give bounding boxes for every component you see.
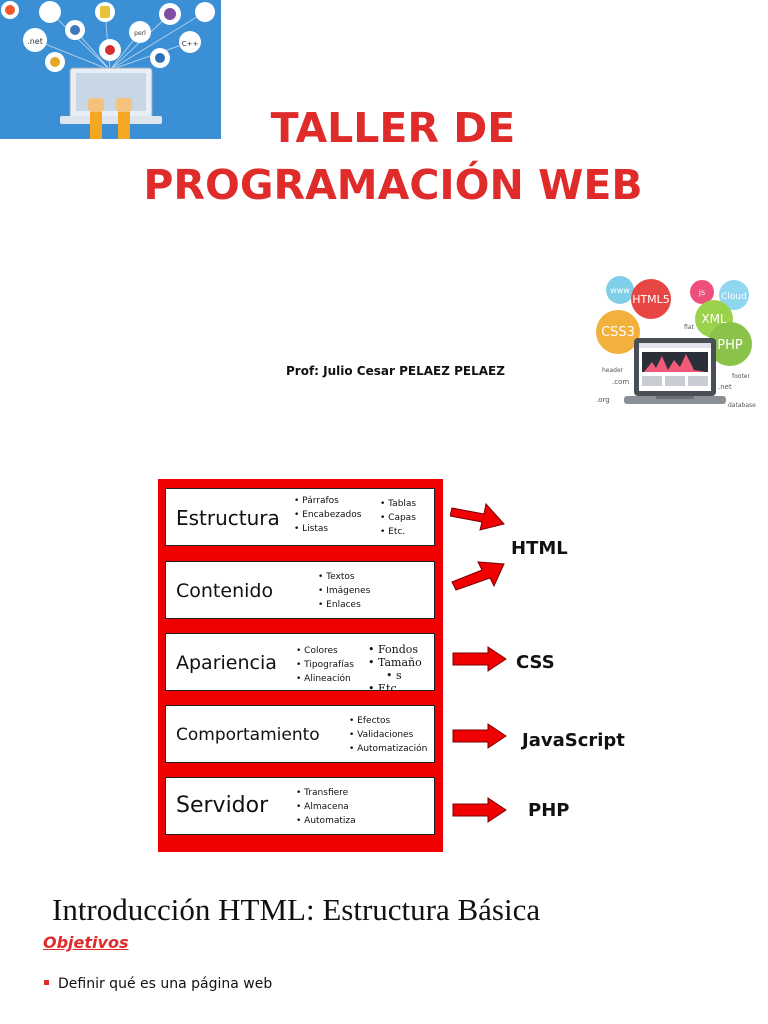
illus-word: database — [728, 402, 756, 409]
bullet-item: Párrafos — [294, 494, 361, 508]
tech-label-html: HTML — [511, 538, 568, 559]
bullet-item: Automatización — [349, 742, 427, 756]
bullet-list: Colores Tipografías Alineación — [296, 644, 354, 686]
objective-text: Definir qué es una página web — [58, 976, 273, 992]
professor-name: Prof: Julio Cesar PELAEZ PELAEZ — [286, 364, 505, 378]
bubble-label: js — [698, 288, 705, 297]
diagram-row-servidor: Servidor Transfiere Almacena Automatiza — [165, 777, 435, 835]
bullet-item: Etc. — [380, 525, 416, 539]
bullet-item: Validaciones — [349, 728, 427, 742]
bullet-item: Tipografías — [296, 658, 354, 672]
illus-word: .com — [612, 378, 629, 386]
illus-word: footer — [732, 373, 750, 380]
diagram-row-apariencia: Apariencia Colores Tipografías Alineació… — [165, 633, 435, 691]
illus-word: flat — [684, 324, 694, 331]
bullet-item: Encabezados — [294, 508, 361, 522]
bullet-item: s — [368, 669, 422, 682]
section-heading: Introducción HTML: Estructura Básica — [52, 892, 541, 927]
bullet-item: Textos — [318, 570, 370, 584]
bullet-item: Enlaces — [318, 598, 370, 612]
row-label: Contenido — [176, 580, 274, 602]
bullet-list: Transfiere Almacena Automatiza — [296, 786, 356, 828]
bullet-item: Alineación — [296, 672, 354, 686]
row-label: Servidor — [176, 793, 269, 818]
title-line-1: TALLER DE — [270, 104, 516, 152]
title-line-2: PROGRAMACIÓN WEB — [143, 161, 643, 209]
bubble-label: CSS3 — [601, 325, 635, 340]
tech-label-css: CSS — [516, 652, 555, 673]
row-label: Comportamiento — [176, 725, 320, 745]
arrow-right-icon — [452, 723, 507, 749]
bullet-list: Textos Imágenes Enlaces — [318, 570, 370, 612]
bubble-label: PHP — [717, 338, 743, 353]
bullet-item: Tamaño — [368, 656, 422, 669]
banner-icon-text: .net — [27, 37, 43, 46]
bullet-item: Automatiza — [296, 814, 355, 828]
bubble-label: www — [610, 286, 630, 295]
bullet-square-icon — [44, 980, 49, 985]
bullet-list: Tablas Capas Etc. — [380, 497, 416, 539]
bullet-item: Listas — [294, 522, 361, 536]
illus-word: .org — [596, 396, 610, 404]
arrow-right-icon — [452, 797, 507, 823]
row-label: Estructura — [176, 506, 280, 530]
bullet-item: Colores — [296, 644, 354, 658]
diagram-row-contenido: Contenido Textos Imágenes Enlaces — [165, 561, 435, 619]
banner-icon-text: perl — [134, 30, 146, 37]
bullet-item: Efectos — [349, 714, 427, 728]
diagram-row-comportamiento: Comportamiento Efectos Validaciones Auto… — [165, 705, 435, 763]
objective-item: Definir qué es una página web — [44, 976, 272, 992]
bullet-list: Efectos Validaciones Automatización — [349, 714, 427, 756]
bubble-label: XML — [701, 312, 727, 326]
web-layers-diagram: Estructura Párrafos Encabezados Listas T… — [158, 479, 443, 852]
banner-icon-text: C++ — [182, 40, 199, 48]
bullet-list: Fondos Tamaño s Etc — [368, 643, 422, 690]
diagram-row-estructura: Estructura Párrafos Encabezados Listas T… — [165, 488, 435, 546]
illus-word: header — [602, 367, 624, 374]
bullet-list: Párrafos Encabezados Listas — [294, 494, 361, 536]
illus-word: .net — [718, 383, 732, 391]
arrow-right-icon — [451, 561, 505, 591]
page-title: TALLER DE PROGRAMACIÓN WEB — [0, 100, 768, 214]
bullet-item: Capas — [380, 511, 416, 525]
programming-illustration: .net C++ perl — [0, 0, 221, 139]
tech-label-php: PHP — [528, 800, 570, 821]
bullet-item: Imágenes — [318, 584, 370, 598]
web-technologies-illustration: www HTML5 js Cloud CSS3 XML PHP flat hea… — [594, 272, 758, 414]
tech-label-javascript: JavaScript — [522, 730, 625, 751]
row-label: Apariencia — [176, 652, 277, 674]
bullet-item: Etc — [368, 682, 422, 690]
arrow-right-icon — [450, 502, 505, 531]
bullet-item: Almacena — [296, 800, 356, 814]
arrow-right-icon — [452, 646, 507, 672]
bullet-item: Transfiere — [296, 786, 356, 800]
bubble-label: HTML5 — [632, 293, 670, 306]
bullet-item: Fondos — [368, 643, 422, 656]
bullet-item: Tablas — [380, 497, 416, 511]
objectives-heading: Objetivos — [43, 933, 129, 952]
bubble-label: Cloud — [721, 292, 747, 302]
